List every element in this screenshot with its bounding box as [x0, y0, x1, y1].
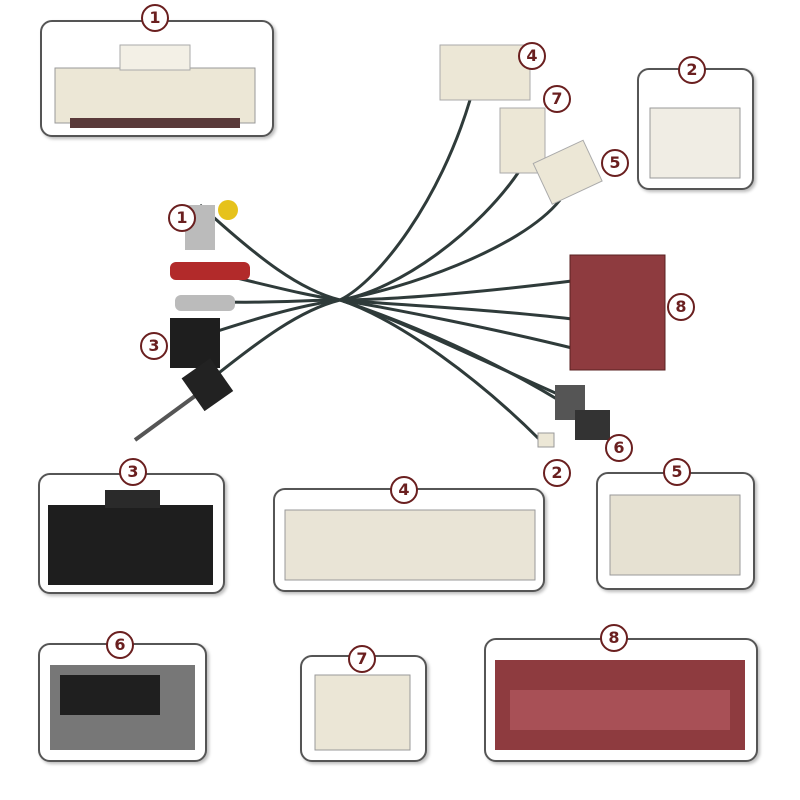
- callout-box-4: 4: [390, 476, 418, 504]
- connector-3-box: [38, 473, 225, 594]
- connector-4-box: [273, 488, 545, 592]
- callout-harness-8: 8: [667, 293, 695, 321]
- connector-8-box: [484, 638, 758, 762]
- callout-box-8: 8: [600, 624, 628, 652]
- callout-harness-6: 6: [605, 434, 633, 462]
- connector-6-box: [38, 643, 207, 762]
- callout-box-1: 1: [141, 4, 169, 32]
- wire-bundle: [179, 99, 591, 442]
- callout-harness-1: 1: [168, 204, 196, 232]
- callout-box-5: 5: [663, 458, 691, 486]
- callout-box-2: 2: [678, 56, 706, 84]
- callout-box-6: 6: [106, 631, 134, 659]
- connector-2-box: [637, 68, 754, 190]
- connector-5-box: [596, 472, 755, 590]
- callout-harness-3: 3: [140, 332, 168, 360]
- callout-box-3: 3: [119, 458, 147, 486]
- callout-harness-2: 2: [543, 459, 571, 487]
- harness-connectors: [170, 44, 666, 448]
- callout-harness-4: 4: [518, 42, 546, 70]
- callout-harness-5: 5: [601, 149, 629, 177]
- connector-1-box: [40, 20, 274, 137]
- callout-harness-7: 7: [543, 85, 571, 113]
- callout-box-7: 7: [348, 645, 376, 673]
